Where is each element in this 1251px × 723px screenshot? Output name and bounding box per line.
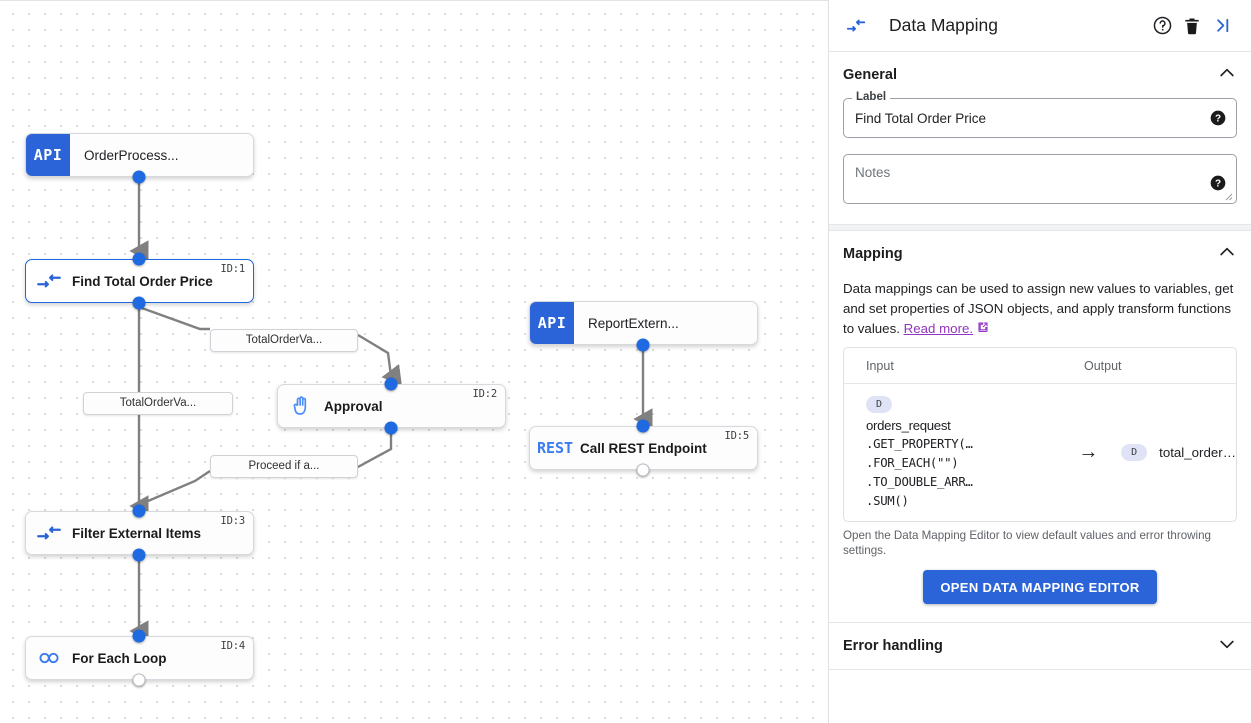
svg-text:?: ? [1215,113,1221,124]
collapse-panel-icon[interactable] [1207,11,1237,41]
node-port[interactable] [132,170,146,184]
table-row[interactable]: D orders_request .GET_PROPERTY(… .FOR_EA… [844,384,1236,521]
node-id-badge: ID:3 [220,515,246,527]
flow-node-reportextern[interactable]: API ReportExtern... [529,301,758,345]
node-id-badge: ID:1 [220,263,246,275]
node-label: For Each Loop [72,650,167,666]
node-label: Approval [324,398,383,414]
mapping-button-row: OPEN DATA MAPPING EDITOR [843,570,1237,622]
node-port[interactable] [384,377,398,391]
flow-canvas[interactable]: API OrderProcess... Find Total Order Price… [0,0,828,723]
mapping-heading: Mapping [843,246,903,262]
notes-field-placeholder: Notes [855,165,891,180]
node-port[interactable] [132,252,146,266]
label-help-icon[interactable]: ? [1210,110,1226,126]
mapping-section-header[interactable]: Mapping [843,231,1237,277]
node-port[interactable] [636,338,650,352]
edge-label[interactable]: Proceed if a... [210,455,358,478]
notes-field[interactable]: Notes ? [843,154,1237,204]
node-port[interactable] [636,463,650,477]
edge-label[interactable]: TotalOrderVa... [210,329,358,352]
loop-node-icon [26,644,72,672]
node-label: ReportExtern... [588,315,679,331]
flow-node-call-rest-endpoint[interactable]: REST Call REST Endpoint ID:5 [529,426,758,470]
general-section-header[interactable]: General [843,52,1237,98]
open-data-mapping-editor-button[interactable]: OPEN DATA MAPPING EDITOR [923,570,1157,604]
input-type-badge: D [866,396,892,413]
output-type-badge: D [1121,444,1148,461]
chevron-down-icon[interactable] [1217,634,1237,658]
mapping-table-header: Input Output [844,348,1236,384]
external-link-icon[interactable] [977,321,989,336]
mapping-hint: Open the Data Mapping Editor to view def… [843,529,1211,557]
node-port[interactable] [132,629,146,643]
node-port[interactable] [384,421,398,435]
general-heading: General [843,67,897,83]
mapping-node-icon [26,520,72,546]
mapping-table: Input Output D orders_request .GET_PROPE… [843,347,1237,522]
api-badge: API [530,302,574,344]
node-port[interactable] [132,548,146,562]
properties-panel: Data Mapping [828,0,1251,723]
node-label: Filter External Items [72,525,202,541]
mapping-output-cell: D total_order… [1113,444,1236,461]
svg-text:?: ? [1215,178,1221,189]
output-variable-name: total_order… [1159,445,1236,460]
section-divider [829,622,1251,623]
section-divider [829,224,1251,231]
node-id-badge: ID:5 [724,430,750,442]
node-port[interactable] [132,673,146,687]
input-chain-3: .SUM() [866,494,909,508]
edge-label[interactable]: TotalOrderVa... [83,392,233,415]
edge-connectors [129,177,653,642]
section-divider [829,669,1251,670]
panel-header: Data Mapping [829,0,1251,52]
node-port[interactable] [132,296,146,310]
input-chain-2: .TO_DOUBLE_ARR… [866,475,973,489]
notes-resize-handle[interactable] [1223,191,1233,201]
rest-badge: REST [536,439,574,457]
mapping-node-icon [26,268,72,294]
chevron-up-icon[interactable] [1217,242,1237,266]
label-field-floating-label: Label [852,91,891,103]
node-label: Call REST Endpoint [580,440,707,456]
mapping-description: Data mappings can be used to assign new … [843,277,1237,347]
node-id-badge: ID:2 [472,388,498,400]
general-section: General Label Find Total Order Price ? N… [829,52,1251,224]
node-port[interactable] [132,504,146,518]
input-chain-1: .FOR_EACH("") [866,456,959,470]
node-id-badge: ID:4 [220,640,246,652]
notes-help-icon[interactable]: ? [1210,175,1226,191]
flow-node-filter-external-items[interactable]: Filter External Items ID:3 [25,511,254,555]
input-chain-0: .GET_PROPERTY(… [866,437,973,451]
column-header-output: Output [1084,358,1122,373]
node-port[interactable] [636,419,650,433]
data-mapping-arrows-icon [841,11,871,41]
mapping-arrow-icon: → [1078,441,1099,463]
node-label: Find Total Order Price [72,273,213,289]
read-more-link[interactable]: Read more. [903,321,974,336]
chevron-up-icon[interactable] [1217,63,1237,87]
error-handling-heading: Error handling [843,638,943,654]
mapping-input-cell: D orders_request .GET_PROPERTY(… .FOR_EA… [844,394,1064,511]
error-handling-section-header[interactable]: Error handling [843,623,1237,669]
mapping-description-text: Data mappings can be used to assign new … [843,281,1234,336]
flow-node-for-each-loop[interactable]: For Each Loop ID:4 [25,636,254,680]
approval-node-icon [278,394,324,418]
node-label: OrderProcess... [84,147,179,163]
input-variable-name: orders_request [866,418,951,433]
label-field[interactable]: Label Find Total Order Price ? [843,91,1237,138]
mapping-section: Mapping Data mappings can be used to ass… [829,231,1251,622]
column-header-input: Input [866,358,894,373]
error-handling-section: Error handling [829,623,1251,669]
page-title: Data Mapping [889,15,998,35]
label-field-value: Find Total Order Price [855,110,987,126]
trash-icon[interactable] [1177,11,1207,41]
flow-node-orderprocess[interactable]: API OrderProcess... [25,133,254,177]
api-badge: API [26,134,70,176]
help-circle-icon[interactable] [1147,11,1177,41]
